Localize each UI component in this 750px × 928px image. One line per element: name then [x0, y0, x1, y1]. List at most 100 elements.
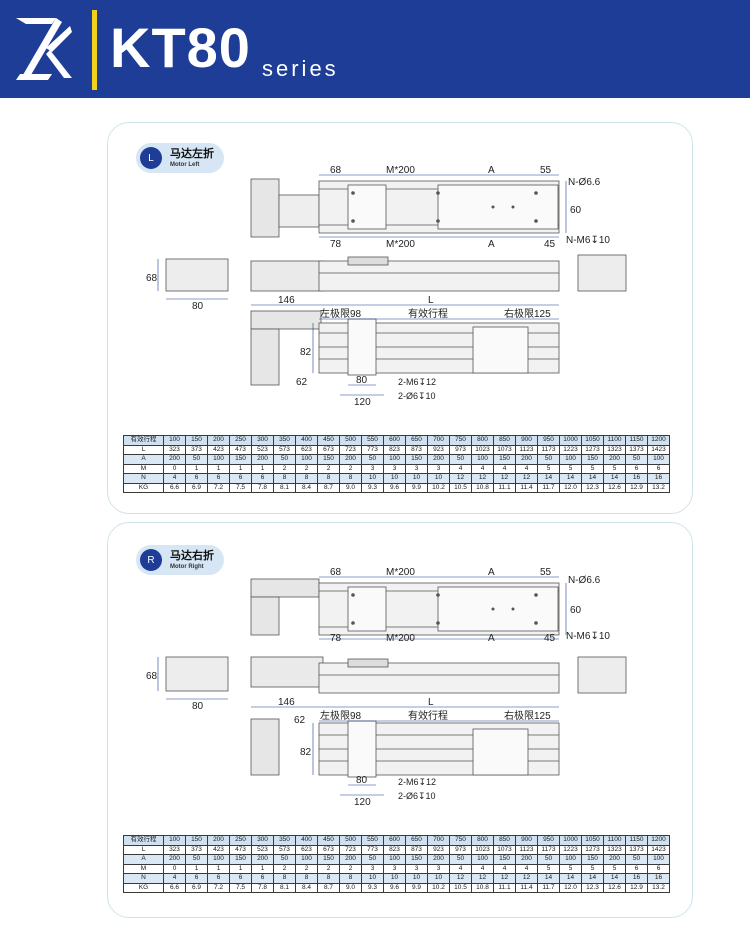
- table-cell: 373: [185, 844, 208, 855]
- table-cell: 12.0: [559, 882, 582, 893]
- table-cell: 8.7: [317, 482, 340, 493]
- dim-left-limit: 左极限98: [320, 709, 362, 722]
- table-cell: 9.0: [339, 482, 362, 493]
- table-cell: 4: [449, 463, 472, 474]
- table-cell: 150: [229, 854, 252, 865]
- table-cell: 11.4: [515, 482, 538, 493]
- table-cell: 200: [515, 854, 538, 865]
- table-cell: 3: [427, 863, 450, 874]
- table-cell: 12: [449, 873, 472, 884]
- table-cell: 3: [405, 463, 428, 474]
- table-row-label: L: [123, 844, 164, 855]
- table-cell: 2: [273, 863, 296, 874]
- table-cell: 400: [295, 835, 318, 846]
- table-cell: 6: [185, 473, 208, 484]
- table-cell: 6: [207, 473, 230, 484]
- dim-2-hole: 2-Ø6↧10: [398, 791, 436, 801]
- dim-82: 82: [300, 347, 312, 358]
- table-cell: 1373: [625, 844, 648, 855]
- table-cell: 0: [163, 863, 186, 874]
- dim-2-hole: 2-Ø6↧10: [398, 391, 436, 401]
- table-cell: 6: [647, 863, 670, 874]
- table-cell: 100: [647, 454, 670, 465]
- dim-m200-top: M*200: [386, 567, 415, 578]
- table-cell: 150: [229, 454, 252, 465]
- table-cell: 5: [581, 863, 604, 874]
- table-cell: 973: [449, 844, 472, 855]
- accent-bar: [92, 10, 97, 90]
- dim-n-m6: N-M6↧10: [566, 235, 610, 246]
- page-subtitle: series: [262, 56, 339, 81]
- table-cell: 873: [405, 844, 428, 855]
- table-cell: 14: [603, 873, 626, 884]
- table-cell: 500: [339, 435, 362, 446]
- table-cell: 1023: [471, 444, 494, 455]
- table-cell: 6: [251, 473, 274, 484]
- badge-title: 马达左折: [170, 147, 214, 160]
- table-cell: 1123: [515, 444, 538, 455]
- table-cell: 1: [251, 863, 274, 874]
- table-cell: 250: [229, 835, 252, 846]
- table-cell: 10: [383, 873, 406, 884]
- table-cell: 500: [339, 835, 362, 846]
- table-row-label: KG: [123, 482, 164, 493]
- table-cell: 50: [625, 854, 648, 865]
- table-cell: 100: [163, 835, 186, 846]
- table-cell: 12: [471, 473, 494, 484]
- table-cell: 14: [559, 473, 582, 484]
- table-row-label: N: [123, 473, 164, 484]
- table-cell: 6.6: [163, 482, 186, 493]
- table-cell: 12.9: [625, 482, 648, 493]
- dim-a-top: A: [488, 165, 495, 176]
- table-cell: 3: [427, 463, 450, 474]
- table-cell: 1073: [493, 444, 516, 455]
- table-cell: 7.2: [207, 882, 230, 893]
- table-cell: 623: [295, 444, 318, 455]
- motor-left-drawing: 68 M*200 A 55 N-Ø6.6 60 78 M*200 A 45 N-…: [146, 165, 627, 408]
- table-cell: 50: [625, 454, 648, 465]
- table-cell: 423: [207, 444, 230, 455]
- table-cell: 200: [207, 835, 230, 846]
- dim-45: 45: [544, 633, 556, 644]
- table-cell: 3: [383, 463, 406, 474]
- table-cell: 573: [273, 844, 296, 855]
- table-cell: 11.7: [537, 882, 560, 893]
- table-cell: 450: [317, 435, 340, 446]
- table-cell: 200: [427, 454, 450, 465]
- table-cell: 200: [251, 454, 274, 465]
- table-cell: 8.1: [273, 882, 296, 893]
- table-cell: 50: [361, 454, 384, 465]
- table-cell: 7.5: [229, 482, 252, 493]
- table-cell: 50: [537, 854, 560, 865]
- table-cell: 100: [207, 854, 230, 865]
- dim-m200-bottom: M*200: [386, 239, 415, 250]
- table-cell: 6: [229, 473, 252, 484]
- table-cell: 673: [317, 444, 340, 455]
- table-cell: 323: [163, 844, 186, 855]
- dim-45: 45: [544, 239, 556, 250]
- table-cell: 100: [559, 854, 582, 865]
- table-cell: 523: [251, 444, 274, 455]
- table-cell: 5: [537, 463, 560, 474]
- table-cell: 3: [383, 863, 406, 874]
- table-cell: 4: [449, 863, 472, 874]
- table-cell: 200: [603, 854, 626, 865]
- table-cell: 9.6: [383, 882, 406, 893]
- table-cell: 16: [625, 473, 648, 484]
- table-cell: 4: [515, 463, 538, 474]
- table-cell: 150: [317, 454, 340, 465]
- table-cell: 1100: [603, 435, 626, 446]
- table-cell: 700: [427, 435, 450, 446]
- dim-stroke: 有效行程: [408, 709, 448, 722]
- dim-a-bottom: A: [488, 239, 495, 250]
- table-cell: 650: [405, 835, 428, 846]
- table-cell: 10: [383, 473, 406, 484]
- table-cell: 50: [449, 454, 472, 465]
- table-cell: 4: [163, 873, 186, 884]
